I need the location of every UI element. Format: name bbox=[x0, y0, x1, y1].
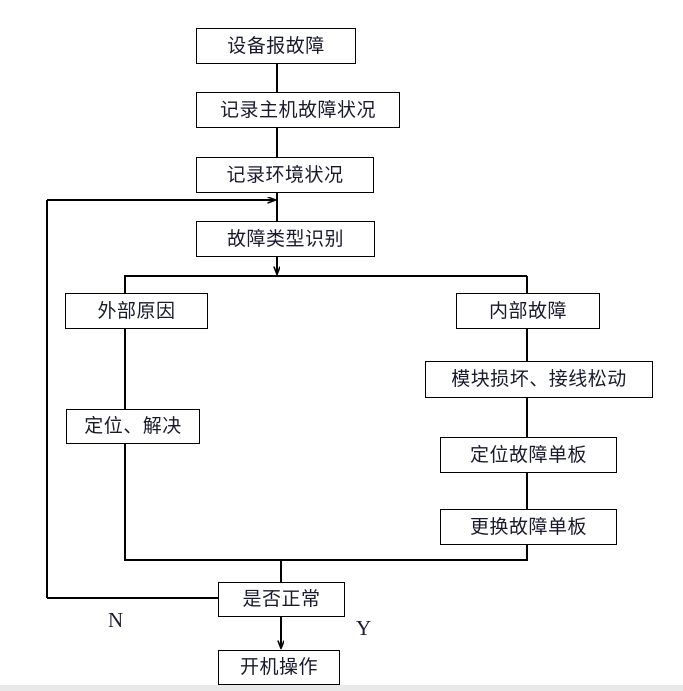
node-module-damage-loose-wiring[interactable]: 模块损坏、接线松动 bbox=[425, 361, 653, 398]
node-record-environment-status[interactable]: 记录环境状况 bbox=[196, 157, 374, 193]
node-internal-fault[interactable]: 内部故障 bbox=[456, 293, 600, 329]
node-record-host-fault-status[interactable]: 记录主机故障状况 bbox=[196, 92, 400, 128]
node-external-cause[interactable]: 外部原因 bbox=[65, 293, 208, 329]
edge-label-no: N bbox=[108, 608, 124, 632]
node-is-normal-decision[interactable]: 是否正常 bbox=[218, 582, 345, 617]
node-device-fault-report[interactable]: 设备报故障 bbox=[196, 28, 356, 64]
node-power-on-operation[interactable]: 开机操作 bbox=[218, 650, 340, 685]
edge-label-yes: Y bbox=[356, 616, 372, 640]
node-locate-faulty-board[interactable]: 定位故障单板 bbox=[440, 437, 617, 473]
page-bottom-strip bbox=[0, 685, 683, 691]
node-fault-type-identification[interactable]: 故障类型识别 bbox=[196, 221, 375, 257]
node-replace-faulty-board[interactable]: 更换故障单板 bbox=[440, 509, 617, 545]
node-locate-and-resolve[interactable]: 定位、解决 bbox=[66, 409, 200, 444]
